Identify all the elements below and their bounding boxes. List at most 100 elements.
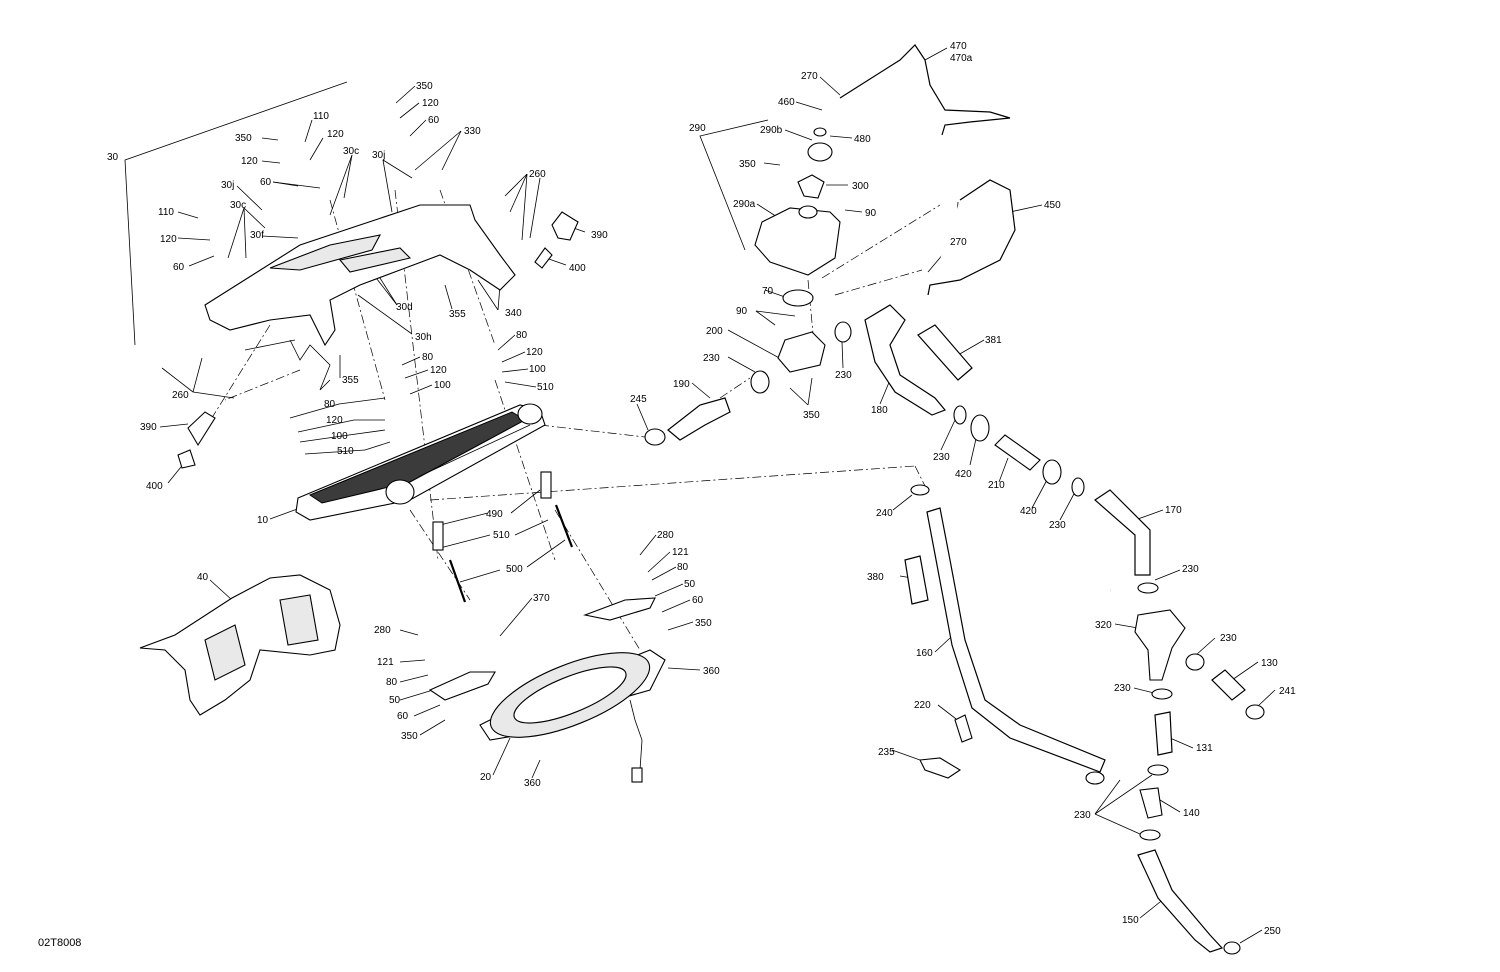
callout-label: 150 xyxy=(1122,915,1139,926)
callout-label: 270 xyxy=(801,71,818,82)
callout-label: 350 xyxy=(739,159,756,170)
callout-label: 360 xyxy=(524,778,541,789)
expansion-tank xyxy=(754,127,841,276)
clamp-230-f xyxy=(1185,653,1205,671)
callout-label: 190 xyxy=(673,379,690,390)
callout-label: 510 xyxy=(493,530,510,541)
sleeve-490-b xyxy=(540,471,552,499)
callout-label: 290b xyxy=(760,125,783,136)
callout-label: 20 xyxy=(480,772,492,783)
drawing-id: 02T8008 xyxy=(38,937,82,949)
thermostat-housing-200 xyxy=(777,331,826,373)
callout-label: 90 xyxy=(736,306,748,317)
callout-label: 200 xyxy=(706,326,723,337)
callout-label: 420 xyxy=(955,469,972,480)
callout-label: 30c xyxy=(343,146,359,157)
hose-160 xyxy=(926,507,1106,773)
callout-label: 10 xyxy=(257,515,269,526)
callout-label: 510 xyxy=(337,446,354,457)
sleeve-490-a xyxy=(432,521,444,551)
callout-label: 260 xyxy=(529,169,546,180)
hose-131 xyxy=(1154,711,1173,756)
callout-label: 381 xyxy=(985,335,1002,346)
callout-label: 60 xyxy=(173,262,185,273)
callout-label: 390 xyxy=(591,230,608,241)
clamp-250 xyxy=(1223,941,1241,955)
callout-label: 480 xyxy=(854,134,871,145)
hose-190 xyxy=(667,397,731,441)
fan-shroud xyxy=(479,649,666,783)
bracket-235 xyxy=(919,757,962,779)
callout-label: 60 xyxy=(428,115,440,126)
callout-label: 80 xyxy=(516,330,528,341)
callout-label: 30j xyxy=(221,180,234,191)
hose-170 xyxy=(1094,489,1151,576)
callout-label: 220 xyxy=(914,700,931,711)
hose-180 xyxy=(864,304,946,416)
callout-label: 260 xyxy=(172,390,189,401)
callout-label: 230 xyxy=(835,370,852,381)
callout-label: 350 xyxy=(695,618,712,629)
callout-label: 400 xyxy=(569,263,586,274)
clamp-245 xyxy=(644,428,666,446)
callout-label: 110 xyxy=(313,111,329,122)
leader-lines xyxy=(124,47,1276,944)
callout-label: 340 xyxy=(505,308,522,319)
side-panel xyxy=(139,574,341,716)
clamp-230-e xyxy=(1137,582,1159,594)
callout-label: 30h xyxy=(415,332,432,343)
clamp-230-j xyxy=(1085,771,1105,785)
callout-label: 60 xyxy=(260,177,272,188)
callout-label: 110 xyxy=(158,207,174,218)
vent-hose-450 xyxy=(927,179,1016,296)
pressure-cap-70 xyxy=(782,289,814,307)
parts xyxy=(139,44,1265,955)
callout-label: 245 xyxy=(630,394,647,405)
bracket-390-left xyxy=(187,411,216,447)
bolt-500-a xyxy=(448,559,467,603)
callout-label: 241 xyxy=(1279,686,1296,697)
callout-label: 120 xyxy=(526,347,543,358)
callout-label: 80 xyxy=(324,399,336,410)
callout-label: 380 xyxy=(867,572,884,583)
callout-label: 470a xyxy=(950,53,973,64)
callout-label: 120 xyxy=(160,234,177,245)
callout-label: 100 xyxy=(434,380,451,391)
hose-380 xyxy=(904,555,929,605)
callout-label: 290a xyxy=(733,199,756,210)
clamp-230-h xyxy=(1147,764,1169,776)
clamp-230-g xyxy=(1151,688,1173,700)
callout-label: 30d xyxy=(396,302,413,313)
callout-label: 420 xyxy=(1020,506,1037,517)
callout-label: 230 xyxy=(703,353,720,364)
hose-381 xyxy=(917,324,973,381)
callout-label: 80 xyxy=(386,677,398,688)
clamp-240 xyxy=(910,484,930,496)
callout-label: 230 xyxy=(933,452,950,463)
callout-labels: 30 350 120 110 120 60 330 350 30c 30j 12… xyxy=(107,41,1296,937)
callout-label: 70 xyxy=(762,286,774,297)
callout-label: 120 xyxy=(327,129,344,140)
callout-label: 470 xyxy=(950,41,967,52)
hose-130 xyxy=(1211,669,1246,701)
callout-label: 60 xyxy=(397,711,409,722)
connector-400-left xyxy=(177,449,196,469)
callout-label: 230 xyxy=(1049,520,1066,531)
callout-label: 350 xyxy=(401,731,418,742)
callout-label: 50 xyxy=(389,695,401,706)
callout-label: 290 xyxy=(689,123,706,134)
callout-label: 360 xyxy=(703,666,720,677)
callout-label: 350 xyxy=(416,81,433,92)
callout-label: 130 xyxy=(1261,658,1278,669)
callout-label: 370 xyxy=(533,593,550,604)
callout-label: 450 xyxy=(1044,200,1061,211)
callout-label: 30j xyxy=(372,150,385,161)
callout-label: 230 xyxy=(1114,683,1131,694)
ring-420-a xyxy=(970,414,990,442)
clamp-230-b xyxy=(834,321,852,343)
callout-label: 121 xyxy=(377,657,394,668)
bracket-390-right xyxy=(551,211,579,241)
callout-label: 490 xyxy=(486,509,503,520)
callout-label: 120 xyxy=(422,98,439,109)
